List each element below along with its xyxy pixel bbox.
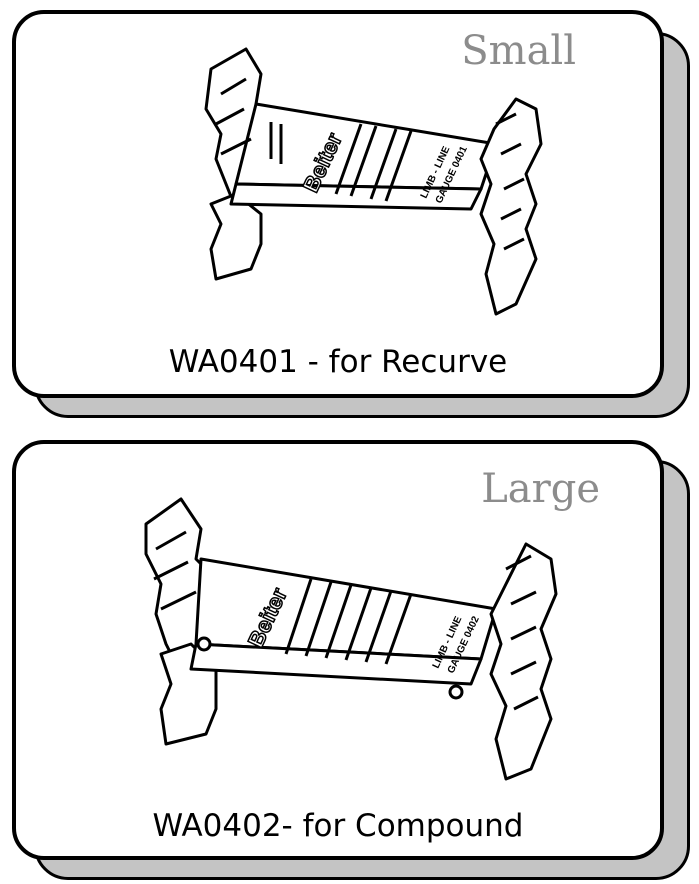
card-face: Large Beiter LIMB - LINE GAUGE 0402 WA04… — [12, 440, 664, 860]
gauge-illustration-small: Beiter LIMB - LINE GAUGE 0401 — [204, 47, 543, 316]
size-label: Large — [481, 466, 600, 512]
product-caption: WA0401 - for Recurve — [168, 344, 508, 380]
product-caption: WA0402- for Compound — [152, 808, 524, 844]
product-card-small: Small Beiter LIMB - LINE GAUGE 0401 WA04… — [12, 10, 690, 418]
size-label: Small — [461, 28, 576, 74]
gauge-illustration-large: Beiter LIMB - LINE GAUGE 0402 — [144, 497, 558, 781]
card-face: Small Beiter LIMB - LINE GAUGE 0401 WA04… — [12, 10, 664, 398]
product-card-large: Large Beiter LIMB - LINE GAUGE 0402 WA04… — [12, 440, 690, 880]
